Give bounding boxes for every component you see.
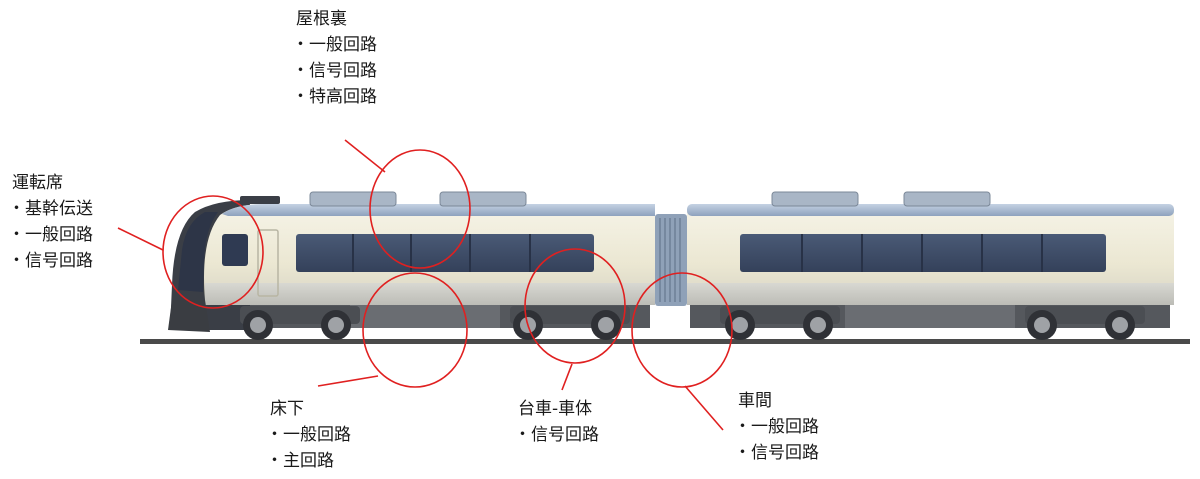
callout-intercar-title: 車間 (738, 391, 772, 411)
leader-roof (344, 139, 386, 173)
second-car-skirt (687, 283, 1174, 305)
roof-unit-2 (439, 191, 527, 207)
highlight-roof (369, 149, 471, 269)
roof-unit-4 (903, 191, 991, 207)
underfloor-box-1 (350, 302, 500, 328)
callout-cab: 運転席 基幹伝送 一般回路 信号回路 (12, 170, 93, 274)
lead-car-roof (222, 204, 655, 216)
callout-cab-item-3: 信号回路 (12, 248, 93, 274)
highlight-intercar (631, 272, 733, 388)
lead-car-windows (296, 234, 594, 272)
callout-intercar-item-1: 一般回路 (738, 414, 819, 440)
callout-underfloor-item-2: 主回路 (270, 448, 351, 474)
bogie-3 (720, 306, 840, 340)
rail-track (140, 339, 1190, 344)
roof-unit-3 (771, 191, 859, 207)
bogie-4 (1025, 306, 1145, 340)
underfloor-box-2 (845, 302, 1015, 328)
lead-car-door (257, 229, 279, 297)
bogie-front (240, 306, 360, 340)
callout-underfloor: 床下 一般回路 主回路 (270, 396, 351, 474)
callout-intercar: 車間 一般回路 信号回路 (738, 388, 819, 466)
callout-bogie: 台車-車体 信号回路 (518, 396, 599, 448)
callout-roof-item-3: 特高回路 (296, 84, 377, 110)
callout-cab-item-2: 一般回路 (12, 222, 93, 248)
bogie-rear (510, 306, 630, 340)
leader-bogie (561, 363, 573, 391)
callout-cab-item-1: 基幹伝送 (12, 196, 93, 222)
callout-roof-item-1: 一般回路 (296, 32, 377, 58)
lead-car-skirt (205, 283, 655, 305)
cab-windscreen (178, 212, 218, 292)
roof-unit-1 (309, 191, 397, 207)
highlight-cab (162, 195, 264, 309)
cab-skirt (168, 300, 210, 332)
callout-underfloor-item-1: 一般回路 (270, 422, 351, 448)
callout-intercar-item-2: 信号回路 (738, 440, 819, 466)
callout-roof-item-2: 信号回路 (296, 58, 377, 84)
highlight-underfloor (362, 272, 468, 388)
leader-cab (117, 227, 164, 251)
callout-cab-title: 運転席 (12, 173, 63, 193)
roof-horn (240, 196, 280, 204)
highlight-bogie (524, 248, 626, 364)
lead-car (168, 191, 655, 340)
leader-underfloor (317, 375, 379, 387)
callout-underfloor-title: 床下 (270, 399, 304, 419)
leader-intercar (684, 385, 724, 431)
callout-bogie-title: 台車-車体 (518, 399, 593, 419)
cab-side-window (222, 234, 248, 266)
callout-roof: 屋根裏 一般回路 信号回路 特高回路 (296, 6, 377, 110)
second-car-roof (687, 204, 1174, 216)
callout-roof-title: 屋根裏 (296, 9, 347, 29)
gangway (655, 214, 687, 306)
callout-bogie-item-1: 信号回路 (518, 422, 599, 448)
second-car (687, 191, 1174, 340)
